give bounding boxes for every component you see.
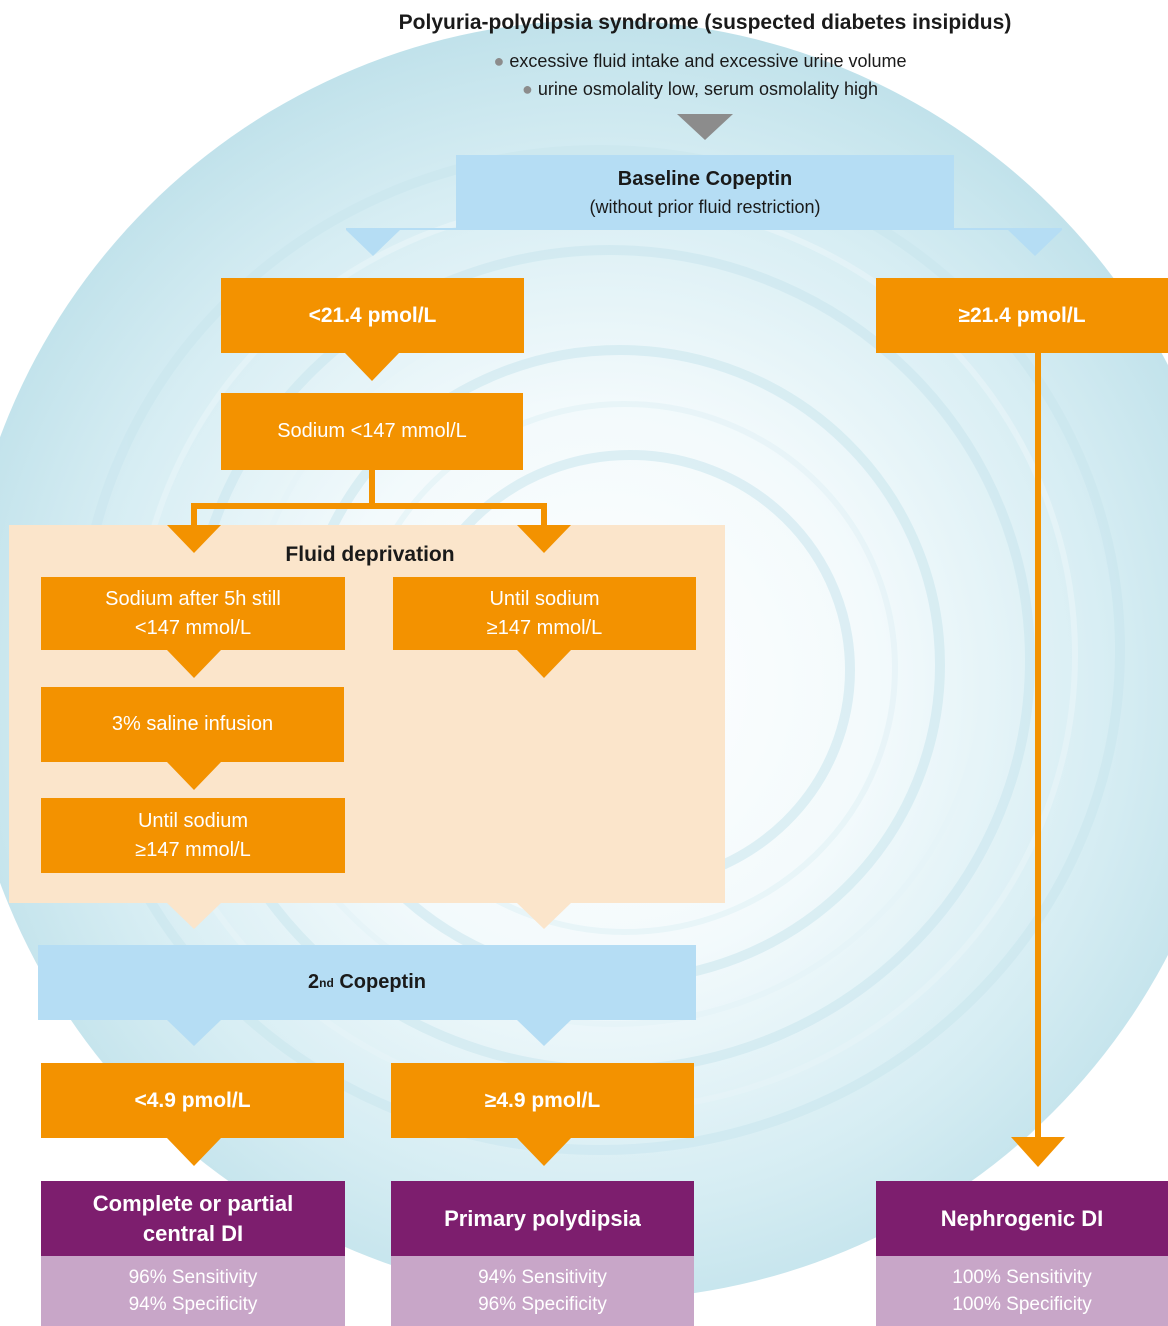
step-label: Until sodium [137, 809, 249, 832]
symptom-bullet: ● excessive fluid intake and excessive u… [440, 48, 960, 74]
down-arrow-icon [517, 650, 571, 678]
outcome-label: Primary polydipsia [444, 1205, 641, 1231]
down-arrow-icon [345, 353, 399, 381]
nephrogenic-di-outcome: Nephrogenic DI [876, 1181, 1168, 1256]
symptom-text: excessive fluid intake and excessive uri… [509, 51, 907, 71]
low-baseline-box: <21.4 pmol/L [221, 278, 524, 353]
down-arrow-icon [1008, 230, 1062, 256]
specificity-value: 94% Specificity [128, 1294, 258, 1315]
symptom-text: urine osmolality low, serum osmolality h… [537, 79, 879, 99]
outcome-label: Complete or partial [92, 1190, 294, 1216]
connector-line [191, 503, 197, 527]
baseline-copeptin-subtitle: (without prior fluid restriction) [589, 197, 821, 217]
primary-polydipsia-stats: 94% Sensitivity 96% Specificity [391, 1256, 694, 1326]
central-di-outcome: Complete or partial central DI [41, 1181, 345, 1256]
baseline-copeptin-box: Baseline Copeptin (without prior fluid r… [456, 155, 954, 230]
down-arrow-icon [167, 650, 221, 678]
primary-polydipsia-outcome: Primary polydipsia [391, 1181, 694, 1256]
step-label: <147 mmol/L [134, 616, 252, 639]
down-arrow-icon [677, 114, 733, 140]
bullet-dot-icon: ● [521, 79, 533, 99]
sensitivity-value: 100% Sensitivity [952, 1267, 1092, 1288]
connector-line [1035, 353, 1041, 1139]
sensitivity-value: 94% Sensitivity [478, 1267, 607, 1288]
down-arrow-icon [517, 1020, 571, 1046]
bullet-dot-icon: ● [493, 51, 505, 71]
second-copeptin-suffix: Copeptin [333, 971, 426, 993]
down-arrow-icon [167, 903, 221, 929]
down-arrow-icon [167, 525, 221, 553]
step-label: ≥147 mmol/L [486, 616, 603, 639]
down-arrow-icon [346, 230, 400, 256]
central-di-stats: 96% Sensitivity 94% Specificity [41, 1256, 345, 1326]
down-arrow-icon [167, 762, 221, 790]
outcome-label: central DI [142, 1220, 244, 1246]
down-arrow-icon [167, 1020, 221, 1046]
step-label: Until sodium [489, 587, 600, 610]
outcome-label: Nephrogenic DI [940, 1205, 1104, 1231]
down-arrow-icon [517, 525, 571, 553]
specificity-value: 100% Specificity [952, 1294, 1092, 1315]
nephrogenic-di-stats: 100% Sensitivity 100% Specificity [876, 1256, 1168, 1326]
specificity-value: 96% Specificity [478, 1294, 607, 1315]
second-copeptin-prefix: 2 [307, 971, 320, 993]
baseline-copeptin-title: Baseline Copeptin [617, 168, 793, 190]
symptom-bullet: ● urine osmolality low, serum osmolality… [440, 76, 960, 102]
sodium-check-box: Sodium <147 mmol/L [221, 393, 523, 470]
connector-line [191, 503, 547, 509]
sensitivity-value: 96% Sensitivity [128, 1267, 258, 1288]
sodium-after-5h-box: Sodium after 5h still <147 mmol/L [41, 577, 345, 650]
down-arrow-icon [1011, 1137, 1065, 1167]
saline-infusion-box: 3% saline infusion [41, 687, 344, 762]
step-label: ≥147 mmol/L [135, 838, 251, 861]
step-label: Sodium after 5h still [105, 587, 281, 610]
high-second-box: ≥4.9 pmol/L [391, 1063, 694, 1138]
until-sodium-left-box: Until sodium ≥147 mmol/L [41, 798, 345, 873]
high-baseline-box: ≥21.4 pmol/L [876, 278, 1168, 353]
baseline-spread-band [346, 228, 1062, 230]
diagram-title: Polyuria-polydipsia syndrome (suspected … [398, 11, 1012, 34]
fluid-deprivation-title: Fluid deprivation [285, 543, 455, 566]
connector-line [369, 470, 375, 508]
down-arrow-icon [517, 903, 571, 929]
down-arrow-icon [517, 1138, 571, 1166]
connector-line [541, 503, 547, 527]
down-arrow-icon [167, 1138, 221, 1166]
low-second-box: <4.9 pmol/L [41, 1063, 344, 1138]
until-sodium-right-box: Until sodium ≥147 mmol/L [393, 577, 696, 650]
